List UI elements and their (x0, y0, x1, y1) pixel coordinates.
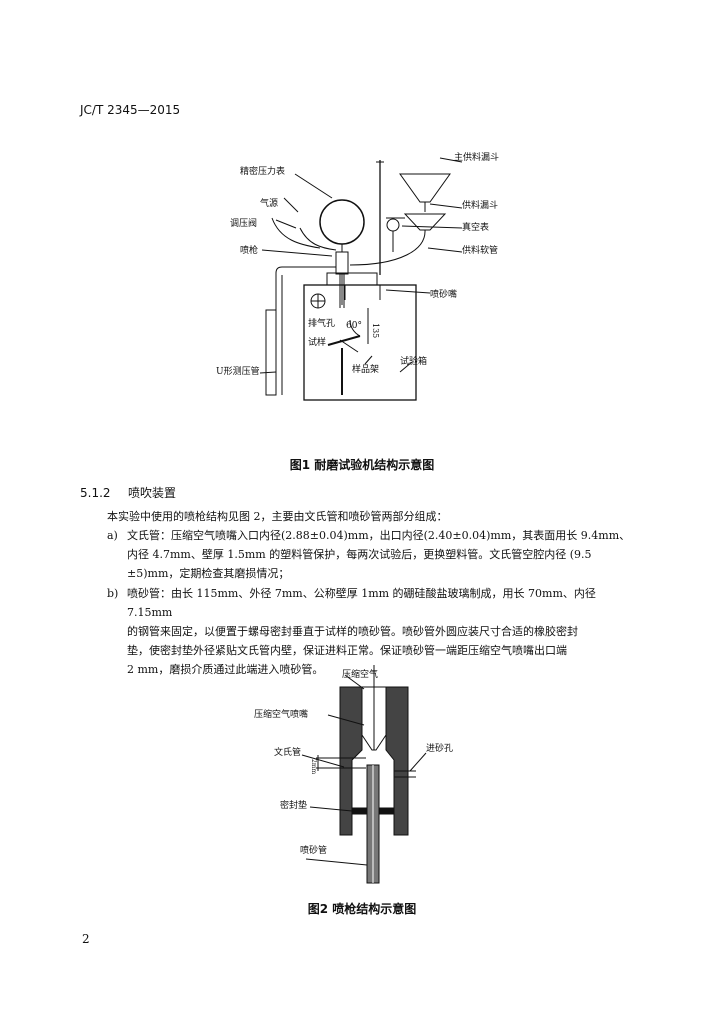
figure2-caption: 图2 喷枪结构示意图 (307, 902, 417, 916)
figure2-diagram: 压缩空气 压缩空气喷嘴 文氏管 进砂孔 密封垫 喷砂管 2mm (254, 665, 453, 884)
label-main-funnel: 主供料漏斗 (454, 151, 499, 163)
list-item: a) 文氏管：压缩空气喷嘴入口内径(2.88±0.04)mm，出口内径(2.40… (80, 526, 640, 583)
label-feed-funnel: 供料漏斗 (462, 199, 498, 211)
intro-paragraph: 本实验中使用的喷枪结构见图 2，主要由文氏管和喷砂管两部分组成： (107, 510, 448, 523)
label-spray-gun: 喷枪 (240, 244, 258, 256)
list-line: 文氏管：压缩空气喷嘴入口内径(2.88±0.04)mm，出口内径(2.40±0.… (127, 529, 631, 542)
standard-code: JC/T 2345—2015 (80, 103, 181, 117)
label-feed-hole: 进砂孔 (426, 742, 453, 754)
gun-body-right (385, 686, 409, 836)
list-line: 的钢管来固定，以便置于螺母密封垂直于试样的喷砂管。喷砂管外圆应装尺寸合适的橡胶密… (127, 625, 578, 638)
section-title: 喷吹装置 (128, 486, 177, 500)
section-number: 5.1.2 (80, 486, 111, 500)
feed-funnel-shape (403, 213, 447, 231)
main-funnel-shape (399, 173, 451, 203)
label-distance: 135 (371, 323, 380, 338)
list-line: ±5)mm，定期检查其磨损情况； (127, 567, 290, 580)
list-line: 垫，使密封垫外径紧贴文氏管内壁，保证进料正常。保证喷砂管一端距压缩空气喷嘴出口端 (127, 644, 567, 657)
figure1-diagram: 精密压力表 气源 调压阀 喷枪 主供料漏斗 供料漏斗 真空表 供料软管 喷砂嘴 … (216, 151, 499, 401)
list-line: 内径 4.7mm、壁厚 1.5mm 的塑料管保护，每两次试验后，更换塑料管。文氏… (127, 548, 592, 561)
label-sand-tube: 喷砂管 (300, 844, 327, 856)
list-marker: b) (107, 587, 119, 600)
label-exhaust-hole: 排气孔 (308, 317, 335, 329)
label-sample-holder: 样品架 (352, 363, 379, 375)
list-line: 2 mm，磨损介质通过此端进入喷砂管。 (127, 663, 324, 676)
label-feed-hose: 供料软管 (462, 244, 498, 256)
vacuum-gauge-shape (386, 218, 400, 232)
label-gap: 2mm (310, 759, 317, 775)
label-air-source: 气源 (260, 197, 278, 209)
label-vacuum-gauge: 真空表 (462, 221, 489, 233)
list-item: b) 喷砂管：由长 115mm、外径 7mm、公称壁厚 1mm 的硼硅酸盐玻璃制… (80, 584, 640, 679)
figure1-caption: 图1 耐磨试验机结构示意图 (289, 458, 435, 472)
label-sample: 试样 (308, 336, 326, 348)
label-compressed-air: 压缩空气 (342, 668, 378, 680)
pressure-gauge-shape (319, 199, 365, 245)
air-nozzle-shape (361, 686, 387, 751)
label-pressure-valve: 调压阀 (230, 218, 257, 229)
section-heading: 5.1.2 喷吹装置 (80, 484, 176, 501)
label-pressure-gauge: 精密压力表 (240, 165, 285, 177)
list-line: 喷砂管：由长 115mm、外径 7mm、公称壁厚 1mm 的硼硅酸盐玻璃制成，用… (127, 587, 596, 619)
label-angle: 60° (346, 321, 362, 331)
label-seal: 密封垫 (280, 799, 307, 811)
label-venturi: 文氏管 (274, 746, 301, 758)
list-marker: a) (107, 529, 118, 542)
label-sand-nozzle: 喷砂嘴 (430, 288, 457, 300)
label-air-nozzle: 压缩空气喷嘴 (254, 708, 308, 720)
label-u-manometer: U形测压管 (216, 365, 260, 377)
label-test-box: 试验箱 (400, 355, 427, 367)
page-number: 2 (82, 932, 90, 946)
